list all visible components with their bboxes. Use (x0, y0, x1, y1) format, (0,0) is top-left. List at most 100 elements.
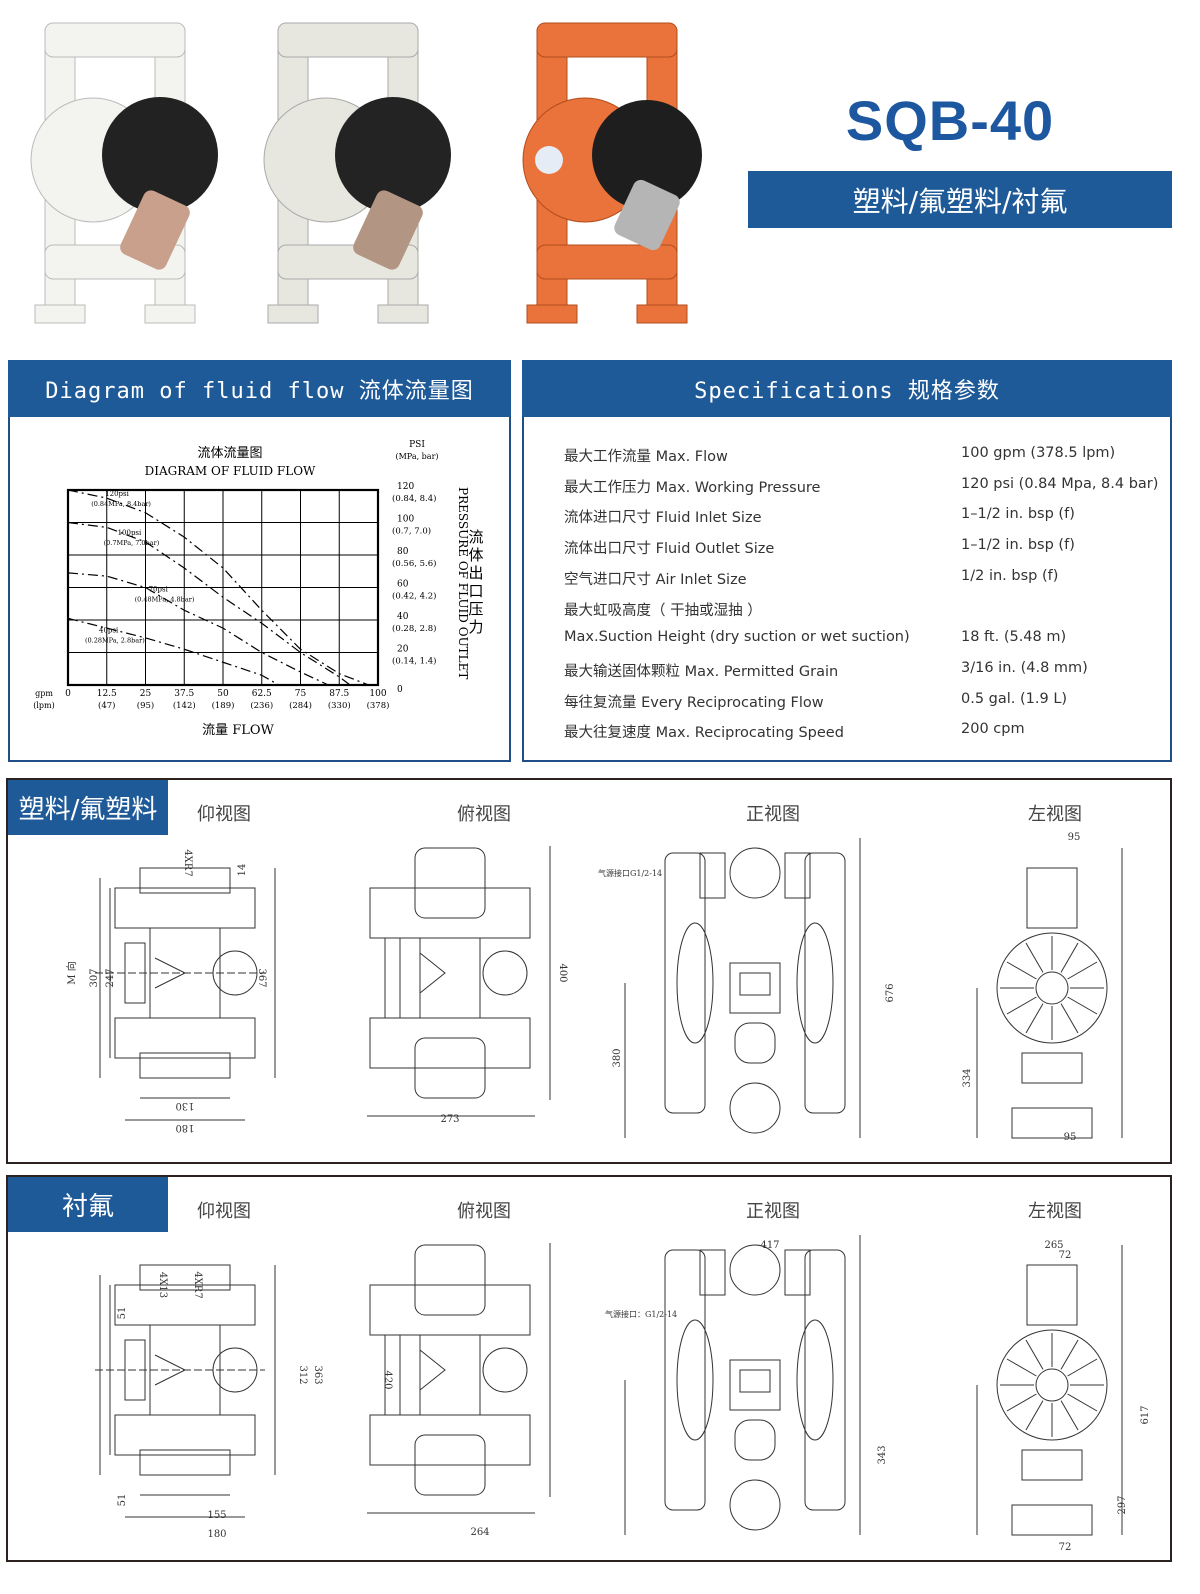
dimension-label: 51 (117, 1307, 128, 1320)
view-label: 俯视图 (457, 804, 511, 825)
y-axis-label-cn: 口 (468, 582, 483, 600)
section-tag: 衬氟 (8, 1177, 168, 1232)
spec-label: 流体进口尺寸 Fluid Inlet Size (564, 510, 762, 527)
y-tick-sublabel: (0.84, 8.4) (392, 493, 436, 504)
x-unit: gpm (35, 689, 53, 698)
section-tag: 塑料/氟塑料 (8, 780, 168, 835)
x-tick-label: 87.5 (329, 689, 349, 699)
top-view-drawing (367, 1243, 551, 1514)
dimension-label: 617 (1140, 1405, 1151, 1424)
spec-label: 空气进口尺寸 Air Inlet Size (564, 571, 747, 588)
series-sublabel: (0.7MPa, 7.0bar) (104, 539, 160, 547)
dimension-label: 4X13 (157, 1272, 168, 1298)
series-line-70psi (67, 572, 329, 686)
spec-value: 18 ft. (5.48 m) (961, 629, 1067, 646)
dimension-label: 4XR7 (192, 1271, 203, 1298)
view-label: 左视图 (1028, 804, 1082, 825)
dimension-label: 400 (557, 963, 568, 982)
x-tick-label: 75 (295, 689, 307, 699)
series-sublabel: (0.48MPa, 4.8bar) (135, 596, 195, 604)
y-tick-label: 40 (397, 612, 409, 622)
dimension-label: 180 (175, 1122, 194, 1133)
x-tick-sublabel: (284) (289, 700, 312, 711)
spec-value: 1/2 in. bsp (f) (961, 567, 1059, 584)
y-tick-label: 80 (397, 547, 409, 557)
x-tick-sublabel: (142) (173, 700, 196, 711)
y-tick-sublabel: (0.28, 2.8) (392, 623, 436, 634)
x-tick-sublabel: (47) (98, 700, 115, 711)
grey-plastic-pump (263, 22, 451, 324)
dimension-label: 676 (885, 983, 896, 1002)
air-inlet-label: 气源接口G1/2-14 (598, 868, 662, 878)
x-tick-sublabel: (236) (250, 700, 273, 711)
model-title: SQB-40 (845, 89, 1055, 152)
y-tick-label: 100 (397, 515, 414, 525)
chart-title: 流体流量图 (197, 446, 262, 461)
series-line-100psi (67, 521, 351, 686)
y-tick-sublabel: (0.56, 5.6) (392, 558, 436, 569)
x-tick-label: 62.5 (252, 689, 272, 699)
dimension-label: 417 (760, 1240, 779, 1251)
spec-value: 200 cpm (961, 721, 1025, 738)
spec-label: Max.Suction Height (dry suction or wet s… (564, 629, 910, 646)
y-tick-sublabel: (0.14, 1.4) (392, 656, 436, 667)
x-tick-label: 50 (217, 689, 229, 699)
x-tick-label: 12.5 (97, 689, 117, 699)
spec-label: 每往复流量 Every Reciprocating Flow (564, 694, 824, 711)
spec-label: 流体出口尺寸 Fluid Outlet Size (564, 541, 775, 558)
view-label: 正视图 (746, 1201, 800, 1222)
y-tick-label: 20 (397, 645, 409, 655)
section-plastic (6, 778, 1172, 1164)
spec-value: 1–1/2 in. bsp (f) (961, 506, 1075, 523)
dimension-label: 14 (237, 864, 248, 877)
dimension-label: 307 (89, 968, 100, 987)
series-label: 100psi (118, 529, 142, 537)
dimension-label: 367 (256, 968, 267, 987)
dimension-label: 95 (1064, 1132, 1077, 1143)
y-axis-label-cn: 体 (468, 546, 483, 564)
front-view-drawing (624, 838, 861, 1138)
x-axis-label: 流量 FLOW (202, 723, 274, 738)
spec-panel (522, 417, 1172, 762)
y-axis-label-cn: 流 (468, 528, 483, 546)
spec-value: 3/16 in. (4.8 mm) (961, 659, 1088, 676)
y-tick-label: 0 (397, 685, 403, 695)
spec-label: 最大往复速度 Max. Reciprocating Speed (564, 725, 844, 742)
view-label: 正视图 (746, 804, 800, 825)
series-sublabel: (0.84MPa, 8.4bar) (91, 500, 151, 508)
x-tick-sublabel: (378) (367, 700, 390, 711)
dimension-label: 297 (1117, 1495, 1128, 1514)
y-axis-label-cn: 压 (468, 600, 483, 618)
section-ptfe-lined (6, 1175, 1172, 1562)
x-tick-sublabel: (189) (212, 700, 235, 711)
dimension-label: 265 (1044, 1240, 1063, 1251)
x-tick-sublabel: (95) (137, 700, 154, 711)
dimension-label: 363 (312, 1365, 323, 1384)
x-unit-sub: (lpm) (33, 701, 55, 710)
dimension-label: 380 (612, 1048, 623, 1067)
top-view-drawing (367, 846, 551, 1117)
dimension-label: 420 (382, 1370, 393, 1389)
dimension-label: 247 (105, 968, 116, 987)
series-sublabel: (0.28MPa, 2.8bar) (85, 636, 145, 644)
chart-subtitle: DIAGRAM OF FLUID FLOW (145, 464, 316, 478)
y-tick-sublabel: (0.42, 4.2) (392, 591, 436, 602)
view-label: 左视图 (1028, 1201, 1082, 1222)
bottom-view-drawing (95, 1264, 276, 1518)
view-label: 俯视图 (457, 1201, 511, 1222)
dimension-label: 264 (470, 1527, 489, 1538)
y-unit-sub: (MPa, bar) (395, 452, 438, 461)
left-view-drawing (976, 1245, 1123, 1536)
spec-value: 1–1/2 in. bsp (f) (961, 537, 1075, 554)
dimension-label: 180 (207, 1529, 226, 1540)
series-label: 120psi (105, 490, 129, 498)
air-inlet-label: 气源接口：G1/2-14 (605, 1309, 677, 1319)
y-axis-label: PRESSURE OF FLUID OUTLET (456, 487, 470, 679)
x-tick-label: 25 (140, 689, 152, 699)
series-line-40psi (67, 617, 280, 686)
plot-frame (66, 488, 380, 687)
dimension-label: 95 (1068, 832, 1081, 843)
x-tick-sublabel: (330) (328, 700, 351, 711)
dimension-label: 130 (175, 1100, 194, 1111)
